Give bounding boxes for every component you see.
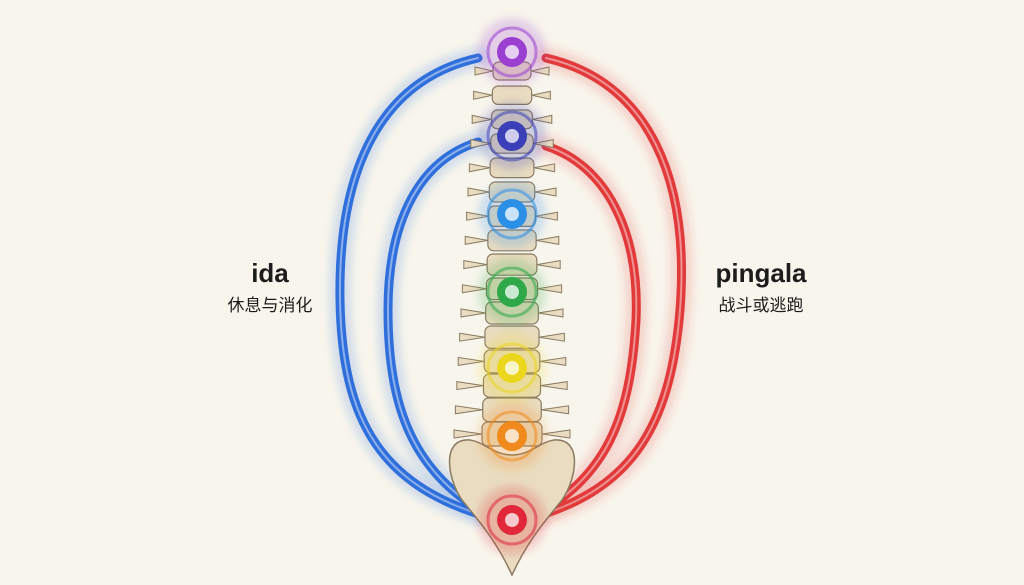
pingala-title: pingala xyxy=(715,258,807,288)
chakra-sacral-ring xyxy=(486,410,538,462)
vertebra-process xyxy=(473,90,493,100)
vertebra-process xyxy=(536,260,561,270)
vertebra-process xyxy=(541,405,570,415)
vertebra xyxy=(491,85,533,105)
vertebra-process xyxy=(463,260,488,270)
vertebra-process xyxy=(467,187,490,197)
vertebra-process xyxy=(460,308,486,318)
vertebra-process xyxy=(468,163,491,173)
vertebra-process xyxy=(466,211,489,221)
ida-subtitle: 休息与消化 xyxy=(227,296,313,316)
ida-channel-2 xyxy=(383,137,505,527)
ida-label: ida 休息与消化 xyxy=(200,258,340,318)
vertebra-process xyxy=(461,284,487,294)
chakra-crown-core xyxy=(505,45,519,59)
pingala-channel-2 xyxy=(519,141,641,527)
energy-channels xyxy=(328,47,693,533)
pingala-channel-1-highlight xyxy=(523,57,683,521)
vertebra-process xyxy=(534,187,557,197)
pingala-label: pingala 战斗或逃跑 xyxy=(686,258,836,318)
chakra-crown-ring xyxy=(486,26,538,78)
vertebra-process xyxy=(536,235,560,245)
vertebra-process xyxy=(540,381,568,391)
vertebra-process xyxy=(537,284,563,294)
chakra-throat-ring xyxy=(486,188,538,240)
vertebra-process xyxy=(459,332,486,342)
vertebra-process xyxy=(541,429,571,439)
ida-title: ida xyxy=(251,258,289,288)
chakra-sacral-core xyxy=(505,429,519,443)
chakra-root-ring xyxy=(486,494,538,546)
pingala-channel-1 xyxy=(519,53,686,525)
chakra-third-eye-core xyxy=(505,129,519,143)
chakra-root-core xyxy=(505,513,519,527)
vertebra-process xyxy=(538,308,564,318)
pingala-channel-2-highlight xyxy=(523,145,638,523)
chakra-heart-core xyxy=(505,285,519,299)
chakra-points xyxy=(478,18,546,554)
chakra-solar-plexus-core xyxy=(505,361,519,375)
chakra-third-eye-ring xyxy=(486,110,538,162)
vertebra-process xyxy=(531,90,551,100)
vertebra-process xyxy=(454,405,483,415)
vertebra-process xyxy=(535,211,558,221)
vertebra-process xyxy=(539,356,567,366)
vertebra-process xyxy=(457,356,485,366)
ida-channel-1-highlight xyxy=(338,57,501,521)
chakra-solar-plexus-ring xyxy=(486,342,538,394)
vertebra-process xyxy=(453,429,483,439)
ida-channel-2-highlight xyxy=(386,141,501,523)
chakra-throat-core xyxy=(505,207,519,221)
vertebra-process xyxy=(464,235,488,245)
ida-channel-1 xyxy=(335,53,505,525)
vertebra-process xyxy=(456,381,484,391)
pingala-subtitle: 战斗或逃跑 xyxy=(718,296,804,316)
vertebra-process xyxy=(538,332,565,342)
vertebra-process xyxy=(533,163,556,173)
chakra-heart-ring xyxy=(486,266,538,318)
